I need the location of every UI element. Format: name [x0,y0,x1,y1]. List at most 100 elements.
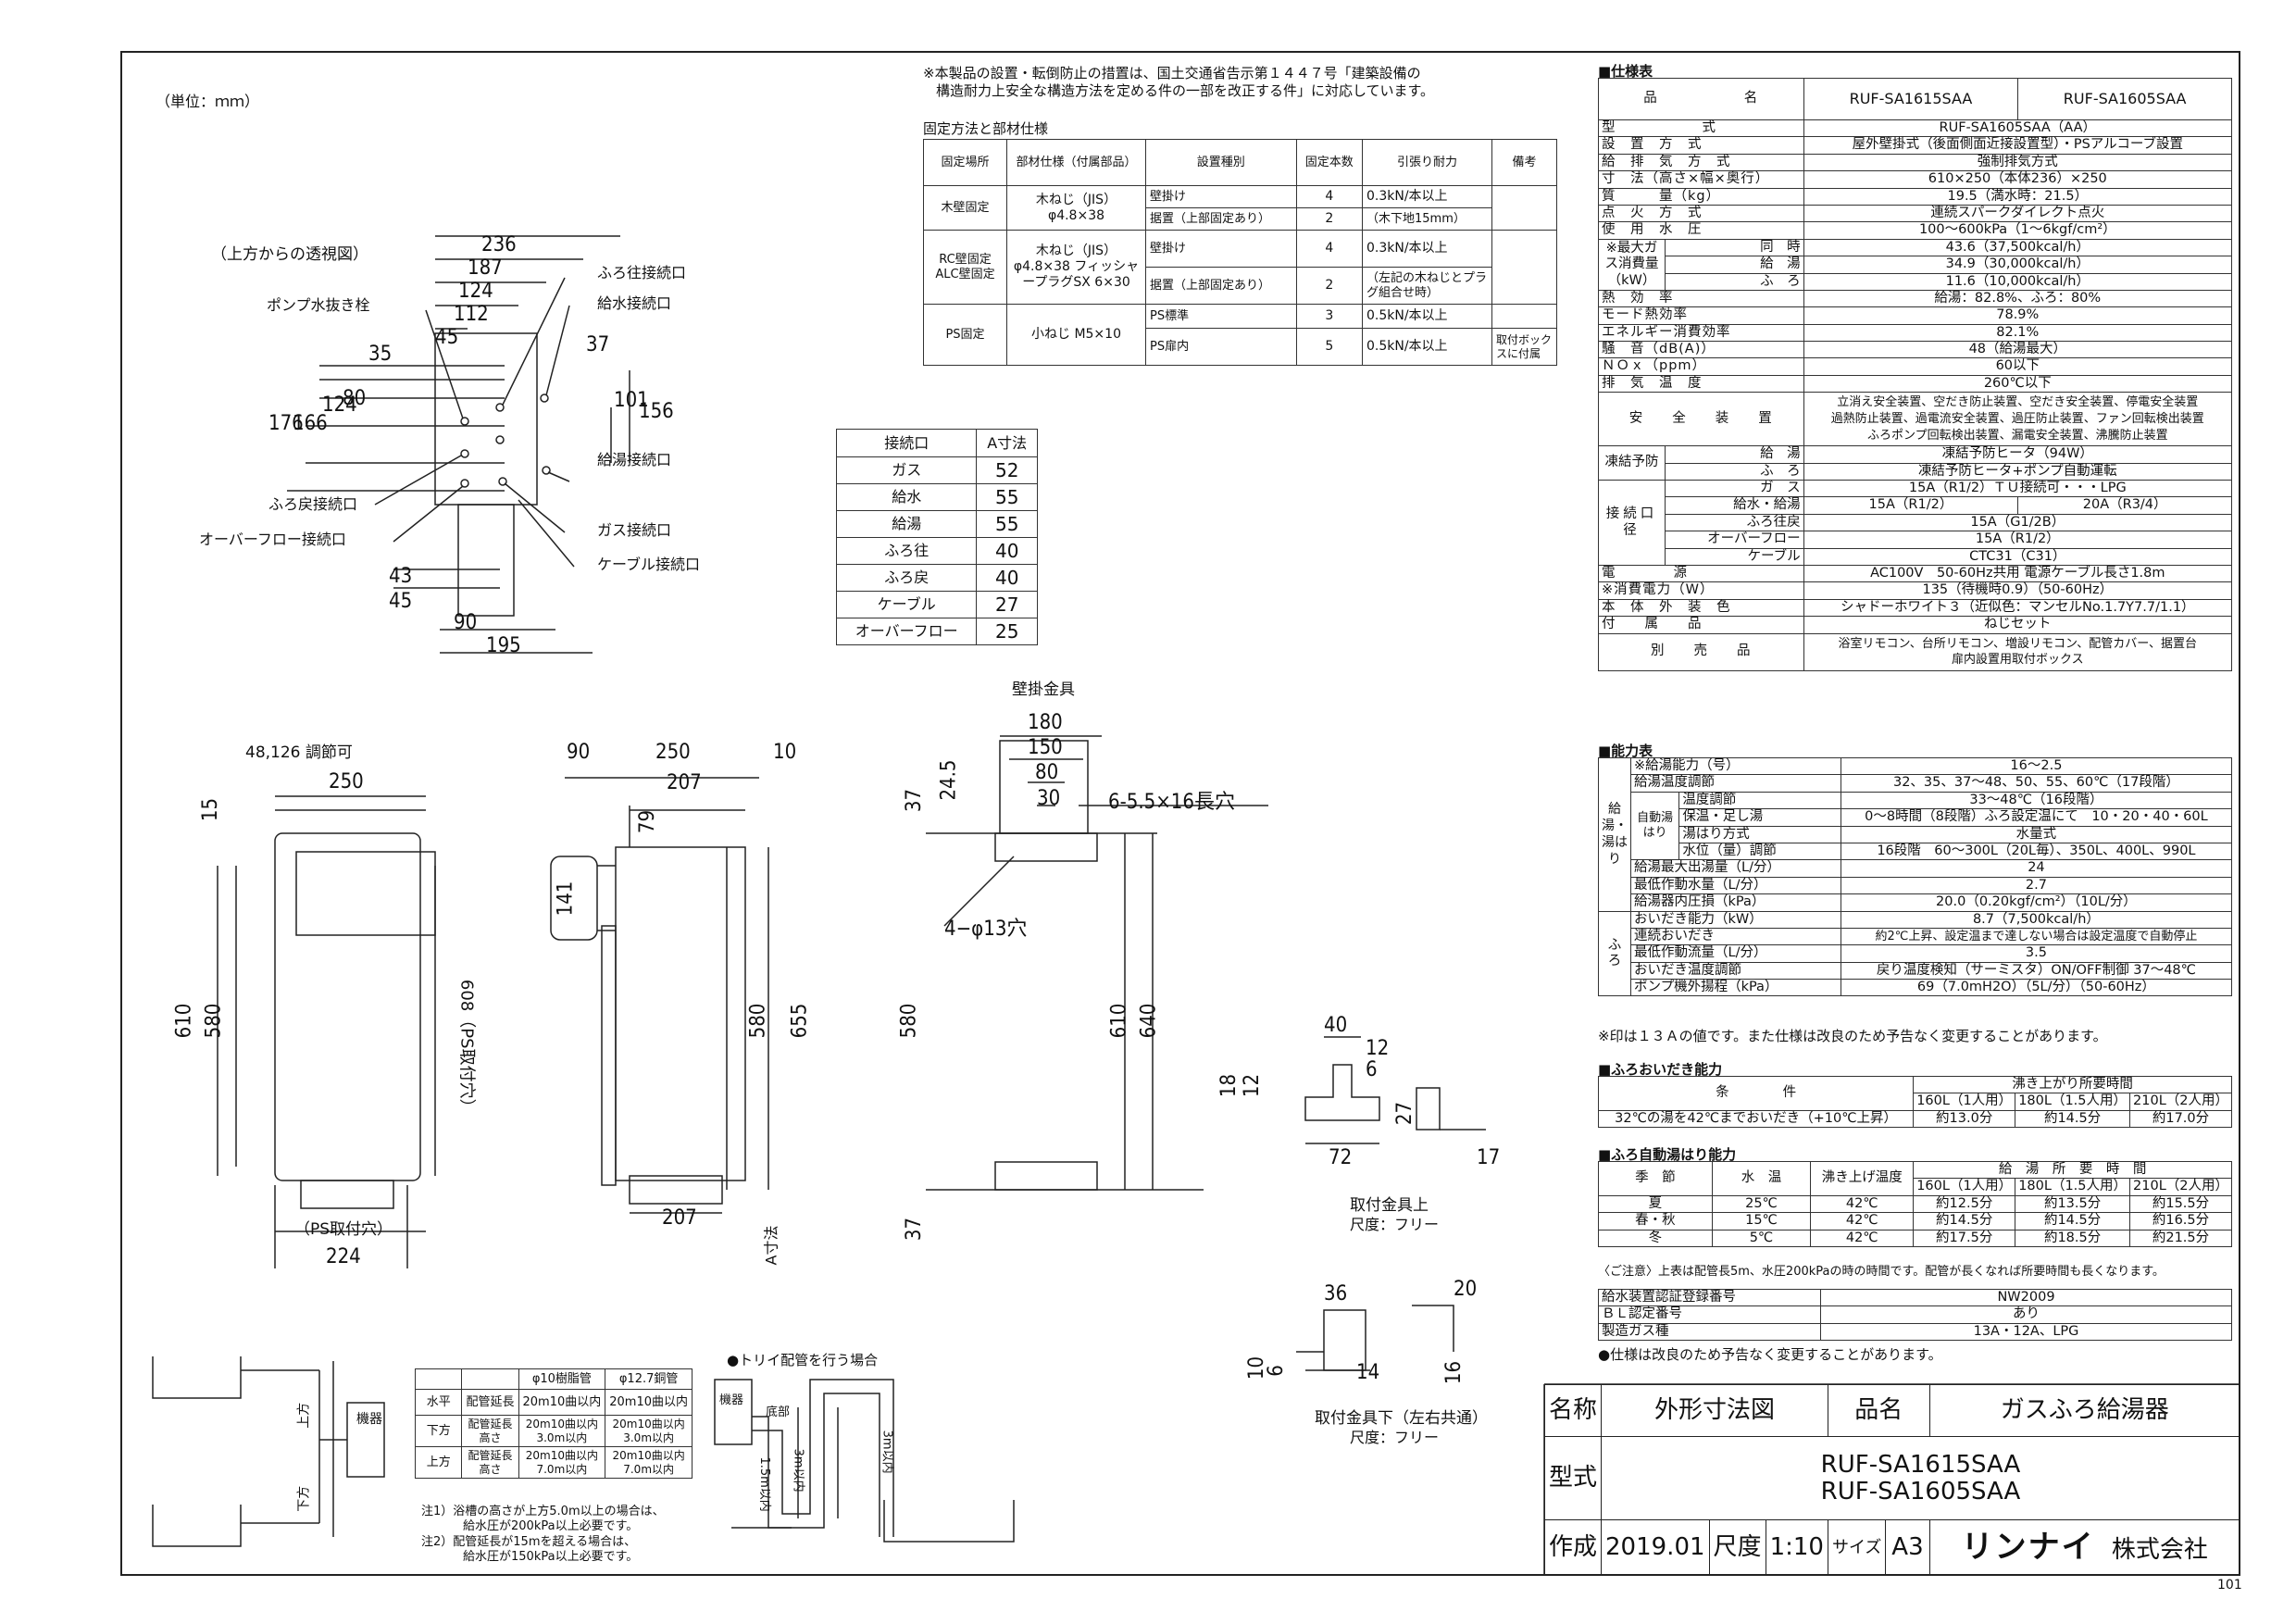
spec-value: 過熱防止装置、過電流安全装置、過圧防止装置、ファン回転検出装置 [1830,411,2204,426]
pipe-table: φ10樹脂管 φ12.7銅管 水平 配管延長 20m10曲以内 20m10曲以内… [414,1368,693,1479]
auto-cell: 約14.5分 [1913,1212,2016,1230]
dim-label: 12 [1241,1073,1265,1098]
dim-label: 10 [773,741,797,764]
fix-cell: 4 [1295,185,1364,208]
auto-cell: 春・秋 [1598,1212,1713,1230]
spec-value: 20A（R3/4） [2017,496,2232,515]
fix-cell: PS固定 [923,304,1007,366]
a-header: A寸法 [976,429,1038,457]
pipe-label: 上方 [296,1402,312,1429]
product-label: 品名 [1827,1384,1930,1437]
perf-title: ■能力表 [1598,743,1653,759]
dim-label: 17 [1477,1146,1501,1169]
fix-cell: RC壁固定 ALC壁固定 [923,230,1007,305]
dim-label: 195 [486,634,521,657]
perf-value: 3.5 [1840,944,2233,963]
spec-label: ふ ろ [1664,462,1804,481]
auto-cell: 15℃ [1711,1212,1812,1230]
fix-cell: 壁掛け [1145,230,1297,268]
perf-value: 16段階 60〜300L（20L毎）、350L、400L、990L [1840,842,2233,861]
bracket-lines [926,735,1268,1191]
spec-value: 78.9% [1803,306,2233,325]
dim-label: 48,126 調節可 [245,743,353,762]
pipe-diagram-lines [152,1356,385,1547]
a-cell: 55 [976,483,1038,511]
callout-label: オーバーフロー接続口 [199,531,346,548]
oidaki-col: 180L（1.5人用） [2015,1093,2131,1111]
scale-label: 尺度 [1708,1519,1766,1576]
a-cell: オーバーフロー [835,618,978,645]
dim-label: （PS取付穴） [294,1220,393,1239]
perf-label: 最低作動水量（L/分） [1630,876,1841,895]
spec-label: ※消費電力（W） [1598,581,1804,600]
spec-label: 本 体 外 装 色 [1598,598,1804,618]
fix-cell: 0.5kN/本以上 [1362,328,1492,366]
spec-value: 凍結予防ヒータ（94W） [1803,445,2233,464]
auto-cell: 約18.5分 [2015,1229,2131,1247]
cert-label: 給水装置認証登録番号 [1598,1288,1821,1307]
spec-value: シャドーホワイト３（近似色：マンセルNo.1.7Y7.7/1.1） [1803,598,2233,618]
auto-table: 季 節 水 温 沸き上げ温度 給 湯 所 要 時 間 160L（1人用） 180… [1598,1160,2232,1247]
dim-label: 6 [1264,1365,1288,1377]
title-block: 名称 外形寸法図 品名 ガスふろ給湯器 型式 RUF-SA1615SAA RUF… [1543,1384,2240,1576]
a-cell: ふろ往 [835,537,978,565]
cert-label: ＢＬ認定番号 [1598,1305,1821,1324]
spec-label: 排 気 温 度 [1598,374,1804,394]
pipe-label: 下方 [296,1485,312,1512]
fix-cell: 木ねじ（JIS）φ4.8×38 フィッシャープラグSX 6×30 [1006,230,1146,305]
auto-cell: 42℃ [1810,1229,1915,1247]
perf-label: ※給湯能力（号） [1630,756,1841,776]
fix-cell: 据置（上部固定あり） [1145,207,1297,231]
auto-cell: 約13.5分 [2015,1194,2131,1214]
spec-label: 給 湯 [1664,445,1804,464]
pipe-cell: 20m10曲以内 [518,1389,606,1416]
fix-cell [1491,185,1557,231]
fix-header: 設置種別 [1145,139,1297,186]
perf-label: 保温・足し湯 [1678,808,1841,827]
pipe-cell: 配管延長 高さ [461,1415,519,1447]
dim-label: 124 [458,280,493,303]
spec-label: ケーブル [1664,547,1804,566]
dim-label: 24.5 [937,759,961,801]
spec-value: 屋外壁掛式（後面側面近接設置型）・PSアルコーブ設置 [1803,136,2233,155]
fix-cell: 据置（上部固定あり） [1145,267,1297,305]
callout-label: ケーブル接続口 [597,556,701,573]
top-view-lines [287,235,630,654]
spec-label: ふろ往戻 [1664,513,1804,532]
spec-value: 強制排気方式 [1803,153,2233,172]
oidaki-header: 条 件 [1597,1076,1915,1111]
pipe-cell: 20m10曲以内 3.0m以内 [605,1415,693,1447]
perf-value: 24 [1840,859,2233,878]
dim-label: 20 [1454,1278,1478,1301]
company-suffix: 株式会社 [2111,1536,2208,1565]
pipe-cell: 下方 [414,1415,463,1447]
spec-label: ※最大ガス消費量（kW） [1598,238,1666,291]
fix-cell [1491,230,1557,305]
a-cell: 給水 [835,483,978,511]
pipe-note: 給水圧が200kPa以上必要です。 [463,1519,639,1534]
spec-model: RUF-SA1605SAA [2017,78,2232,120]
spec-label: 設 置 方 式 [1598,136,1804,155]
perf-label: 連続おいだき [1630,927,1841,946]
spec-label: 点 火 方 式 [1598,204,1804,223]
dim-label: 90 [567,741,591,764]
spec-label: 安 全 装 置 [1598,392,1804,447]
trap-diagram-lines [714,1379,1015,1543]
perf-subgroup: 自動湯はり [1629,791,1680,861]
upper-fitting-title: 取付金具上 [1350,1196,1429,1215]
perf-value: 32、35、37〜48、50、55、60℃（17段階） [1840,774,2233,793]
pipe-cell: 20m10曲以内 7.0m以内 [605,1446,693,1479]
a-cell: 27 [976,591,1038,618]
spec-label: ＮＯｘ（ppm） [1598,357,1804,376]
fix-cell: 4 [1295,230,1364,268]
pipe-cell: 20m10曲以内 3.0m以内 [518,1415,606,1447]
fix-cell: 2 [1295,267,1364,305]
fix-cell: 3 [1295,304,1364,329]
dim-label: 580 [897,1003,921,1039]
oidaki-cell: 約13.0分 [1913,1109,2016,1129]
dim-label: 12 [1366,1037,1390,1060]
a-cell: ふろ戻 [835,564,978,592]
dim-label: 236 [481,233,517,256]
spec-model: RUF-SA1615SAA [1803,78,2019,120]
